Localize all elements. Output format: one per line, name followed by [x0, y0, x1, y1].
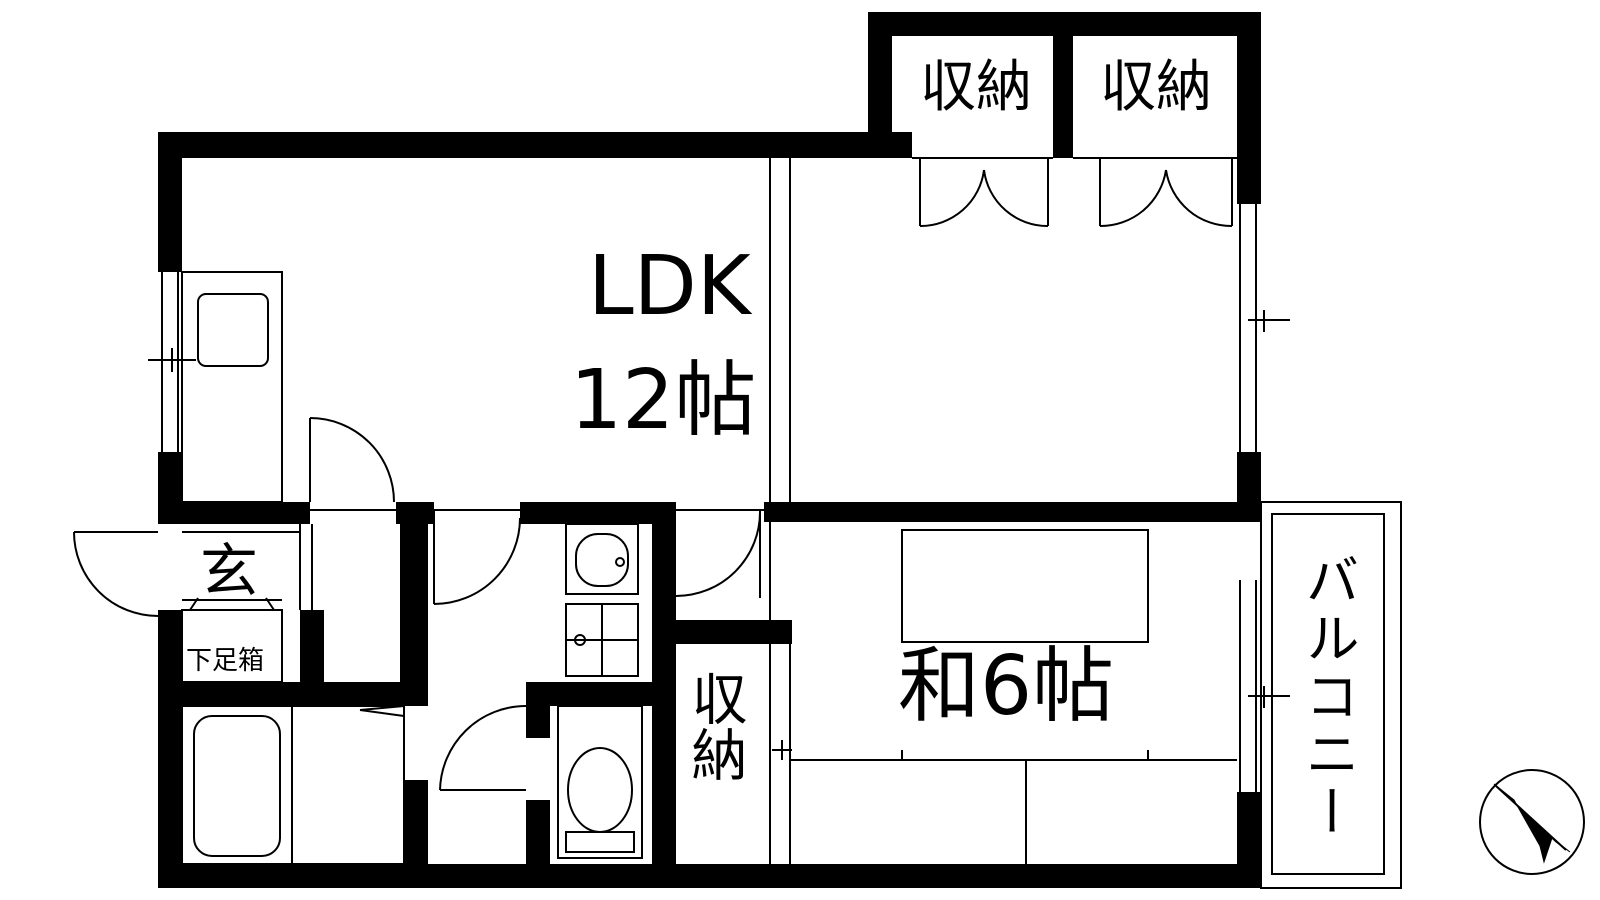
compass-circle	[1479, 769, 1585, 875]
storage-middle-label: 収納	[682, 670, 747, 782]
ldk-label: LDK	[588, 239, 751, 334]
storage-top-left-label: 収納	[920, 55, 1032, 120]
ldk-size-label: 12帖	[570, 353, 757, 448]
compass	[1479, 769, 1585, 875]
shoe-box-label: 下足箱	[186, 646, 265, 676]
entrance-label: 玄	[200, 537, 259, 605]
storage-top-right-label: 収納	[1100, 55, 1212, 120]
washitsu-label: 和6帖	[898, 639, 1115, 734]
walls	[158, 12, 1261, 888]
balcony-label: バルコニー	[1296, 552, 1359, 842]
thin-lines	[73, 157, 1402, 889]
